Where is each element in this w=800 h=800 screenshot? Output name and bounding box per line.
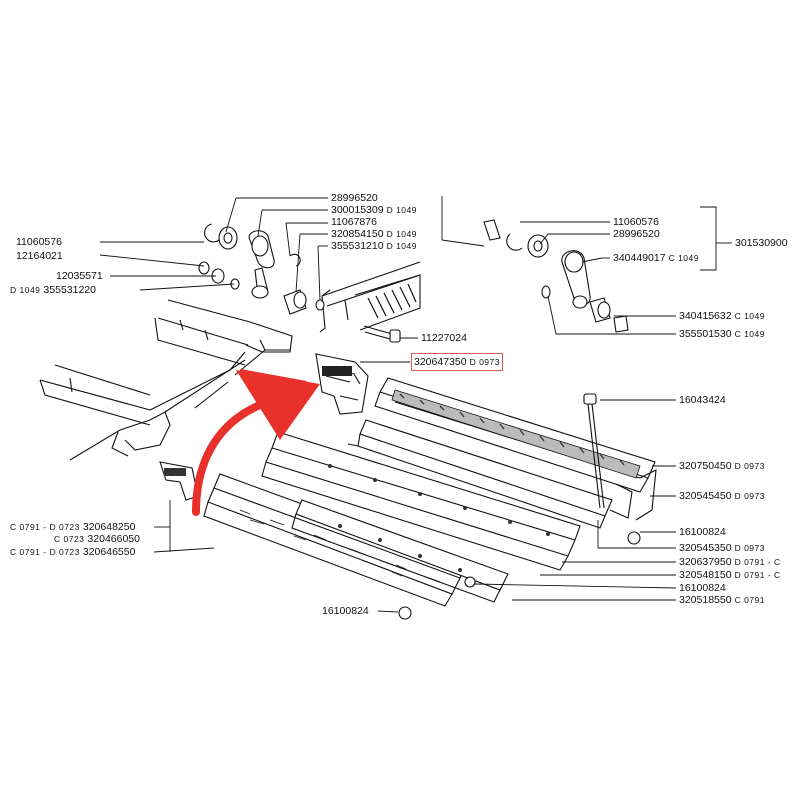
part-version-prefix: C 0791 - D 0723 bbox=[10, 522, 80, 532]
part-number: 320646550 bbox=[82, 546, 136, 558]
small-bracket-left bbox=[159, 461, 199, 501]
part-version-suffix: C 0791 bbox=[734, 595, 765, 605]
part-version-suffix: D 0973 bbox=[734, 461, 765, 471]
part-number: 11067876 bbox=[331, 216, 377, 228]
part-number: 16043424 bbox=[679, 394, 726, 406]
part-number: 300015309 bbox=[331, 204, 384, 216]
part-number: 12164021 bbox=[16, 250, 63, 262]
rail-lower bbox=[261, 431, 581, 571]
part-number: 16100824 bbox=[679, 526, 726, 538]
part-number: 355501530 bbox=[679, 328, 732, 340]
part-label: 28996520 bbox=[331, 192, 378, 204]
part-label: 16100824 bbox=[679, 526, 726, 538]
part-label: 12164021 bbox=[16, 250, 63, 262]
part-label: 16100824 bbox=[679, 582, 726, 594]
part-label: 28996520 bbox=[613, 228, 660, 240]
part-version-suffix: C 1049 bbox=[734, 329, 765, 339]
part-number: 320647350 bbox=[414, 356, 467, 368]
part-version-suffix: D 0973 bbox=[734, 543, 765, 553]
part-number: 301530900 bbox=[735, 237, 788, 249]
rail-bottom-long bbox=[203, 473, 467, 607]
part-number: 320466050 bbox=[87, 533, 140, 545]
bolt-16043424 bbox=[583, 393, 605, 509]
part-number: 320545350 bbox=[679, 542, 732, 554]
part-label: 16043424 bbox=[679, 394, 726, 406]
part-label: 11060576 bbox=[613, 216, 659, 228]
part-number: 16100824 bbox=[679, 582, 726, 594]
part-label: 301530900 bbox=[735, 237, 788, 249]
part-version-suffix: D 1049 bbox=[386, 205, 417, 215]
red-indicator-arrow bbox=[192, 369, 320, 516]
part-number: 28996520 bbox=[613, 228, 660, 240]
part-number: 11060576 bbox=[613, 216, 659, 228]
part-version-suffix: D 0973 bbox=[469, 357, 500, 367]
part-label: 11060576 bbox=[16, 236, 62, 248]
right-hardware-cluster bbox=[483, 219, 629, 333]
part-number: 16100824 bbox=[322, 605, 369, 617]
part-number: 320548150 bbox=[679, 569, 732, 581]
part-version-suffix: D 0791 - C bbox=[734, 557, 781, 567]
part-number: 355531220 bbox=[43, 284, 96, 296]
part-number: 355531210 bbox=[331, 240, 384, 252]
part-number: 12035571 bbox=[56, 270, 103, 282]
part-label: 12035571 bbox=[56, 270, 103, 282]
part-label: 16100824 bbox=[322, 605, 369, 617]
part-number: 320637950 bbox=[679, 556, 732, 568]
part-version-suffix: C 1049 bbox=[734, 311, 765, 321]
nut-bottom bbox=[398, 606, 412, 620]
part-version-prefix: C 0791 - D 0723 bbox=[10, 547, 80, 557]
nut-right bbox=[627, 531, 641, 545]
part-version-suffix: C 1049 bbox=[668, 253, 699, 263]
part-number: 320545450 bbox=[679, 490, 732, 502]
part-number: 340415632 bbox=[679, 310, 732, 322]
bracket-320647350 bbox=[315, 353, 369, 415]
part-number: 320648250 bbox=[82, 521, 136, 533]
part-version-suffix: D 0791 - C bbox=[734, 570, 781, 580]
part-version-prefix: D 1049 bbox=[10, 285, 41, 295]
cutaway-inset bbox=[319, 261, 421, 333]
part-version-suffix: D 1049 bbox=[386, 241, 417, 251]
part-number: 340449017 bbox=[613, 252, 666, 264]
leader-lines bbox=[99, 196, 732, 613]
nut-mid bbox=[464, 576, 476, 588]
part-number: 11060576 bbox=[16, 236, 62, 248]
part-number: 320750450 bbox=[679, 460, 732, 472]
part-version-suffix: D 1049 bbox=[386, 229, 417, 239]
part-number: 320518550 bbox=[679, 594, 732, 606]
part-version-suffix: D 0973 bbox=[734, 491, 765, 501]
part-label: 11067876 bbox=[331, 216, 377, 228]
rail-bottom-short bbox=[291, 499, 509, 603]
part-number: 320854150 bbox=[331, 228, 384, 240]
part-number: 11227024 bbox=[421, 332, 467, 344]
rail-brush bbox=[391, 389, 641, 479]
part-version-prefix: C 0723 bbox=[54, 534, 85, 544]
part-label: 11227024 bbox=[421, 332, 467, 344]
left-hardware-cluster bbox=[198, 223, 401, 343]
rail-middle bbox=[347, 419, 613, 529]
part-number: 28996520 bbox=[331, 192, 378, 204]
machine-body-outline bbox=[39, 299, 293, 461]
